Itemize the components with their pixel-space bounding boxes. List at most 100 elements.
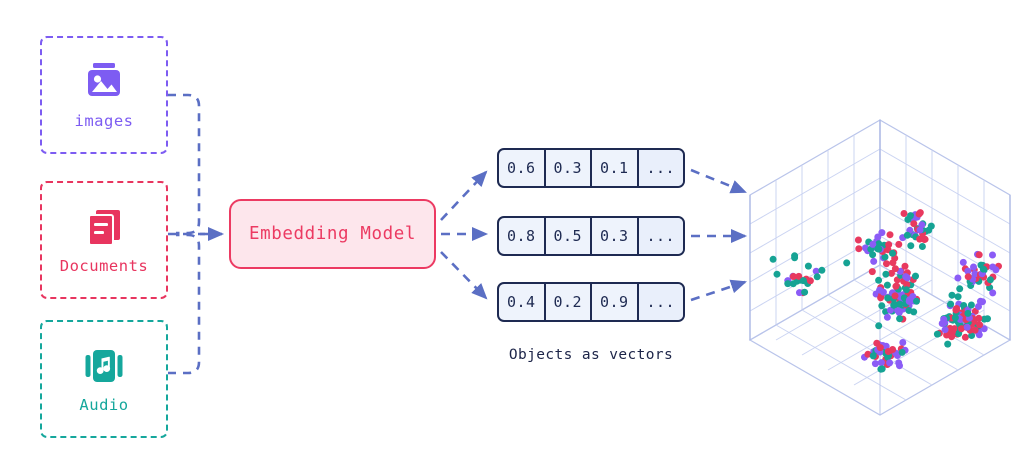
scatter-point — [964, 273, 972, 281]
scatter-point — [921, 235, 929, 243]
image-icon — [88, 62, 120, 96]
scatter-point — [895, 309, 903, 317]
scatter-point — [964, 267, 972, 275]
scatter-point — [916, 226, 924, 234]
scatter-point — [869, 352, 877, 360]
scatter-point — [941, 326, 949, 334]
scatter-point — [989, 263, 997, 271]
scatter-point — [878, 302, 886, 310]
scatter-point — [864, 350, 872, 358]
connector-model-to-vectors — [440, 170, 489, 300]
3d-vector-space-cube — [748, 118, 1012, 416]
scatter-point — [769, 255, 777, 263]
scatter-point — [884, 294, 892, 302]
scatter-point — [944, 340, 952, 348]
scatter-point — [954, 274, 962, 282]
scatter-point — [967, 301, 975, 309]
scatter-point — [951, 314, 959, 322]
scatter-point — [796, 289, 803, 297]
scatter-point — [933, 330, 941, 338]
scatter-point — [870, 257, 878, 265]
vector-row[interactable]: 0.4 0.2 0.9 ... — [497, 282, 685, 322]
scatter-point — [804, 262, 812, 270]
vector-cell: 0.3 — [592, 218, 639, 254]
scatter-point — [895, 240, 903, 248]
scatter-point — [918, 243, 926, 250]
scatter-point — [878, 229, 886, 237]
scatter-point — [877, 359, 885, 367]
scatter-point — [789, 273, 797, 280]
scatter-point — [902, 286, 910, 294]
scatter-point — [871, 360, 879, 368]
scatter-point — [903, 281, 911, 289]
scatter-point — [954, 293, 962, 301]
scatter-point — [952, 306, 960, 314]
scatter-point — [879, 288, 887, 296]
scatter-point — [960, 302, 968, 309]
scatter-point — [976, 297, 984, 305]
scatter-point — [948, 291, 956, 299]
scatter-point — [903, 231, 911, 239]
connector-vectors-to-space — [690, 168, 748, 302]
scatter-point — [876, 344, 884, 352]
scatter-point — [984, 315, 991, 323]
scatter-point — [843, 259, 851, 267]
scatter-point — [901, 262, 909, 270]
scatter-point — [886, 231, 894, 239]
scatter-point — [959, 258, 967, 266]
vector-cell: 0.4 — [499, 284, 546, 320]
scatter-point — [806, 277, 814, 285]
scatter-point — [855, 245, 863, 253]
scatter-point — [956, 285, 964, 293]
scatter-point — [881, 253, 889, 261]
vector-cell-ellipsis: ... — [638, 150, 683, 186]
embedding-model-box[interactable]: Embedding Model — [229, 199, 436, 269]
scatter-point — [889, 346, 897, 353]
scatter-points — [769, 209, 1002, 373]
scatter-point — [902, 273, 910, 281]
embedding-model-label: Embedding Model — [248, 224, 417, 244]
scatter-point — [961, 333, 969, 341]
scatter-point — [896, 362, 903, 370]
scatter-point — [975, 251, 983, 259]
audio-icon — [85, 349, 123, 382]
vector-cell: 0.8 — [499, 218, 546, 254]
scatter-point — [818, 266, 826, 274]
source-label-documents: Documents — [59, 256, 149, 275]
scatter-point — [915, 210, 923, 218]
scatter-point — [980, 325, 988, 333]
connector-vector-0-space — [690, 168, 747, 194]
vector-row[interactable]: 0.8 0.5 0.3 ... — [497, 216, 685, 256]
scatter-point — [899, 339, 907, 346]
source-box-images[interactable]: images — [40, 36, 168, 154]
vector-row[interactable]: 0.6 0.3 0.1 ... — [497, 148, 685, 188]
vector-cell: 0.5 — [546, 218, 592, 254]
scatter-point — [896, 315, 904, 323]
scatter-point — [989, 289, 997, 297]
scatter-point — [773, 270, 781, 278]
connector-images — [168, 93, 201, 235]
scatter-point — [927, 222, 935, 230]
source-box-audio[interactable]: Audio — [40, 320, 168, 438]
scatter-point — [964, 309, 972, 317]
scatter-point — [971, 270, 979, 278]
scatter-point — [971, 326, 979, 334]
cube-wall-left — [749, 118, 881, 342]
vector-cell: 0.1 — [592, 150, 639, 186]
scatter-point — [882, 342, 890, 350]
scatter-point — [869, 240, 877, 248]
connector-model-vector-0 — [440, 170, 488, 221]
vectors-caption: Objects as vectors — [508, 347, 674, 363]
scatter-point — [986, 276, 994, 284]
scatter-point — [854, 236, 862, 244]
scatter-point — [916, 235, 924, 243]
scatter-point — [891, 292, 899, 300]
scatter-point — [886, 359, 894, 367]
connector-sources-to-model — [168, 93, 205, 375]
scatter-point — [883, 260, 890, 268]
scatter-point — [889, 259, 897, 267]
source-box-documents[interactable]: Documents — [40, 181, 168, 299]
scatter-point — [878, 365, 886, 373]
scatter-point — [883, 313, 891, 321]
